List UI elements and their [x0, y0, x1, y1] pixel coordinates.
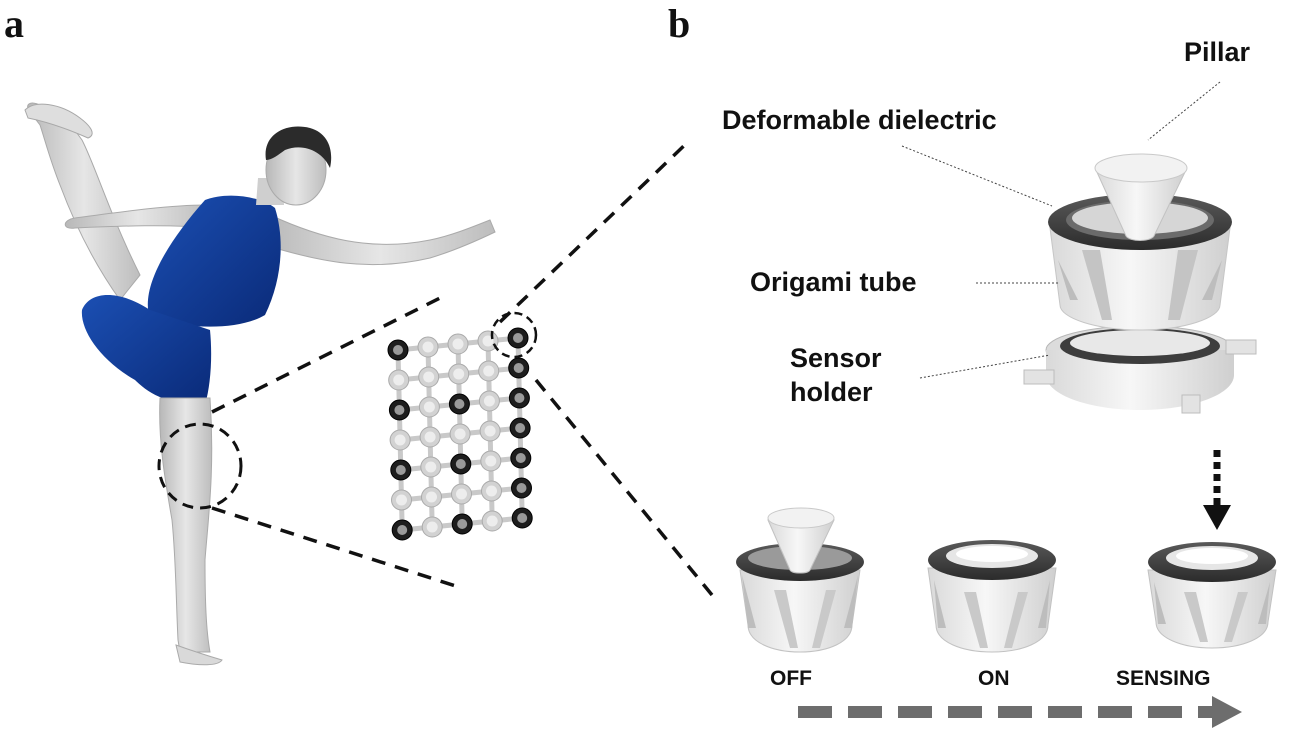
- state-sensor-sensing: [1147, 542, 1277, 649]
- sensor-unit-center: [483, 395, 495, 407]
- sensor-unit-center: [426, 521, 438, 533]
- sensor-unit-center: [394, 434, 406, 446]
- sensor-unit-center: [455, 459, 466, 469]
- sensor-unit-center: [457, 519, 468, 529]
- sensor-unit-center: [424, 431, 436, 443]
- label-origami-tube: Origami tube: [750, 267, 917, 297]
- sensor-unit-center: [456, 488, 467, 500]
- sensor-unit-center: [486, 515, 498, 527]
- leader-pillar: [1147, 81, 1221, 141]
- sensor-unit-center: [515, 423, 526, 433]
- sensor-unit-center: [393, 345, 403, 355]
- label-sensor-holder: Sensor holder: [790, 342, 882, 410]
- sensor-unit-center: [423, 401, 435, 413]
- sensor-unit-center: [422, 341, 434, 353]
- state-label-sensing: SENSING: [1116, 667, 1211, 690]
- label-pillar: Pillar: [1184, 37, 1251, 67]
- sensor-unit-center: [454, 428, 466, 440]
- sensor-unit-center: [394, 405, 405, 415]
- sensor-unit-center: [425, 461, 437, 473]
- zoom-line-lower: [211, 506, 463, 590]
- sensor-highlight-ellipse: [490, 311, 538, 359]
- panel-label-a: a: [4, 1, 24, 46]
- zoom-line-upper: [211, 293, 447, 414]
- sensor-unit-center: [482, 335, 494, 347]
- state-label-off: OFF: [770, 667, 812, 690]
- sensor-exploded-view: [1023, 153, 1257, 414]
- zoom-line-to-states: [534, 378, 714, 597]
- sensor-unit-center: [483, 365, 495, 377]
- sensor-unit-center: [517, 513, 528, 523]
- dotted-down-arrow-icon: [1203, 450, 1231, 530]
- label-sensor-holder-line2: holder: [790, 376, 873, 407]
- label-sensor-holder-line1: Sensor: [790, 343, 882, 373]
- state-sensor-off: [736, 507, 864, 653]
- sensor-unit-center: [516, 483, 527, 493]
- sensor-unit-center: [486, 485, 497, 497]
- human-figure: [24, 102, 496, 666]
- sensor-array: [387, 327, 533, 541]
- sensor-unit-center: [454, 399, 465, 409]
- state-label-on: ON: [978, 667, 1010, 690]
- state-sensor-on: [927, 540, 1057, 653]
- zoom-line-to-detail: [498, 138, 692, 324]
- sensor-unit-center: [395, 465, 406, 475]
- sensor-unit-center: [513, 333, 523, 343]
- sensor-unit-center: [514, 393, 525, 403]
- leader-dielectric: [901, 145, 1053, 207]
- sensor-unit-center: [453, 368, 465, 380]
- sensor-unit-center: [484, 425, 496, 437]
- sensor-unit-center: [423, 371, 435, 383]
- dashed-right-arrow-icon: [798, 696, 1242, 728]
- sensor-unit-center: [485, 455, 497, 467]
- label-deformable-dielectric: Deformable dielectric: [722, 105, 997, 135]
- sensor-unit-center: [426, 491, 437, 503]
- sensor-unit-center: [513, 363, 524, 373]
- sensor-unit-center: [393, 374, 405, 386]
- sensor-unit-center: [452, 338, 464, 350]
- sensor-unit-center: [397, 525, 408, 535]
- sensor-unit-center: [515, 453, 526, 463]
- sensor-unit-center: [396, 494, 407, 506]
- knee-highlight-ellipse: [157, 422, 243, 510]
- panel-label-b: b: [668, 1, 691, 46]
